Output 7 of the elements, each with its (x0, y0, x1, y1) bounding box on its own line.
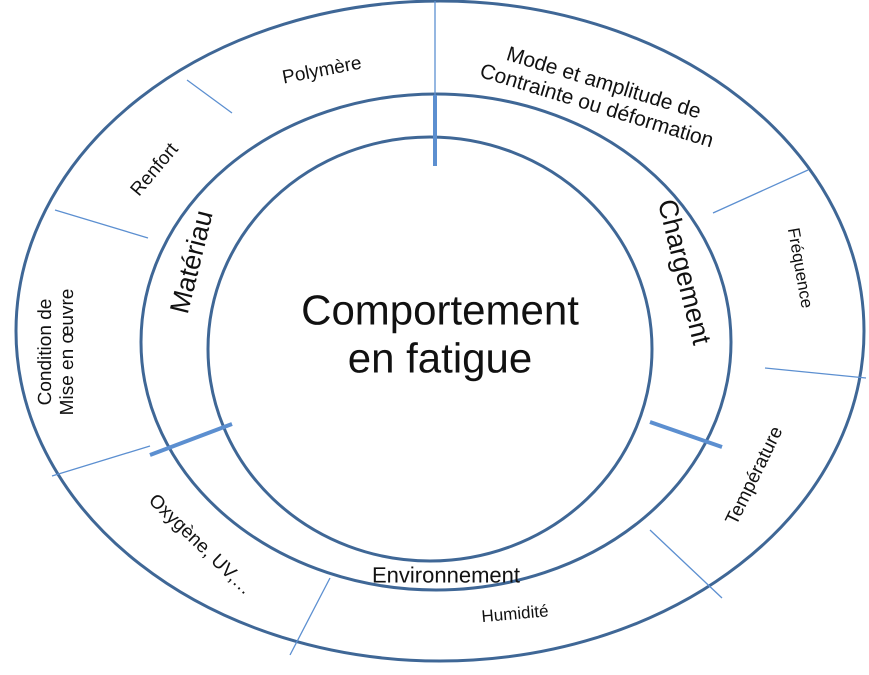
sector-label: Condition de Mise en œuvre (35, 277, 79, 427)
sector-label: Matériau (164, 207, 220, 317)
sector-label: Environnement (372, 562, 520, 588)
center-circle-label: Comportement en fatigue (290, 286, 590, 384)
sector-label: Fréquence (783, 226, 817, 310)
sector-label: Humidité (480, 601, 550, 627)
sector-label: Polymère (280, 52, 364, 90)
